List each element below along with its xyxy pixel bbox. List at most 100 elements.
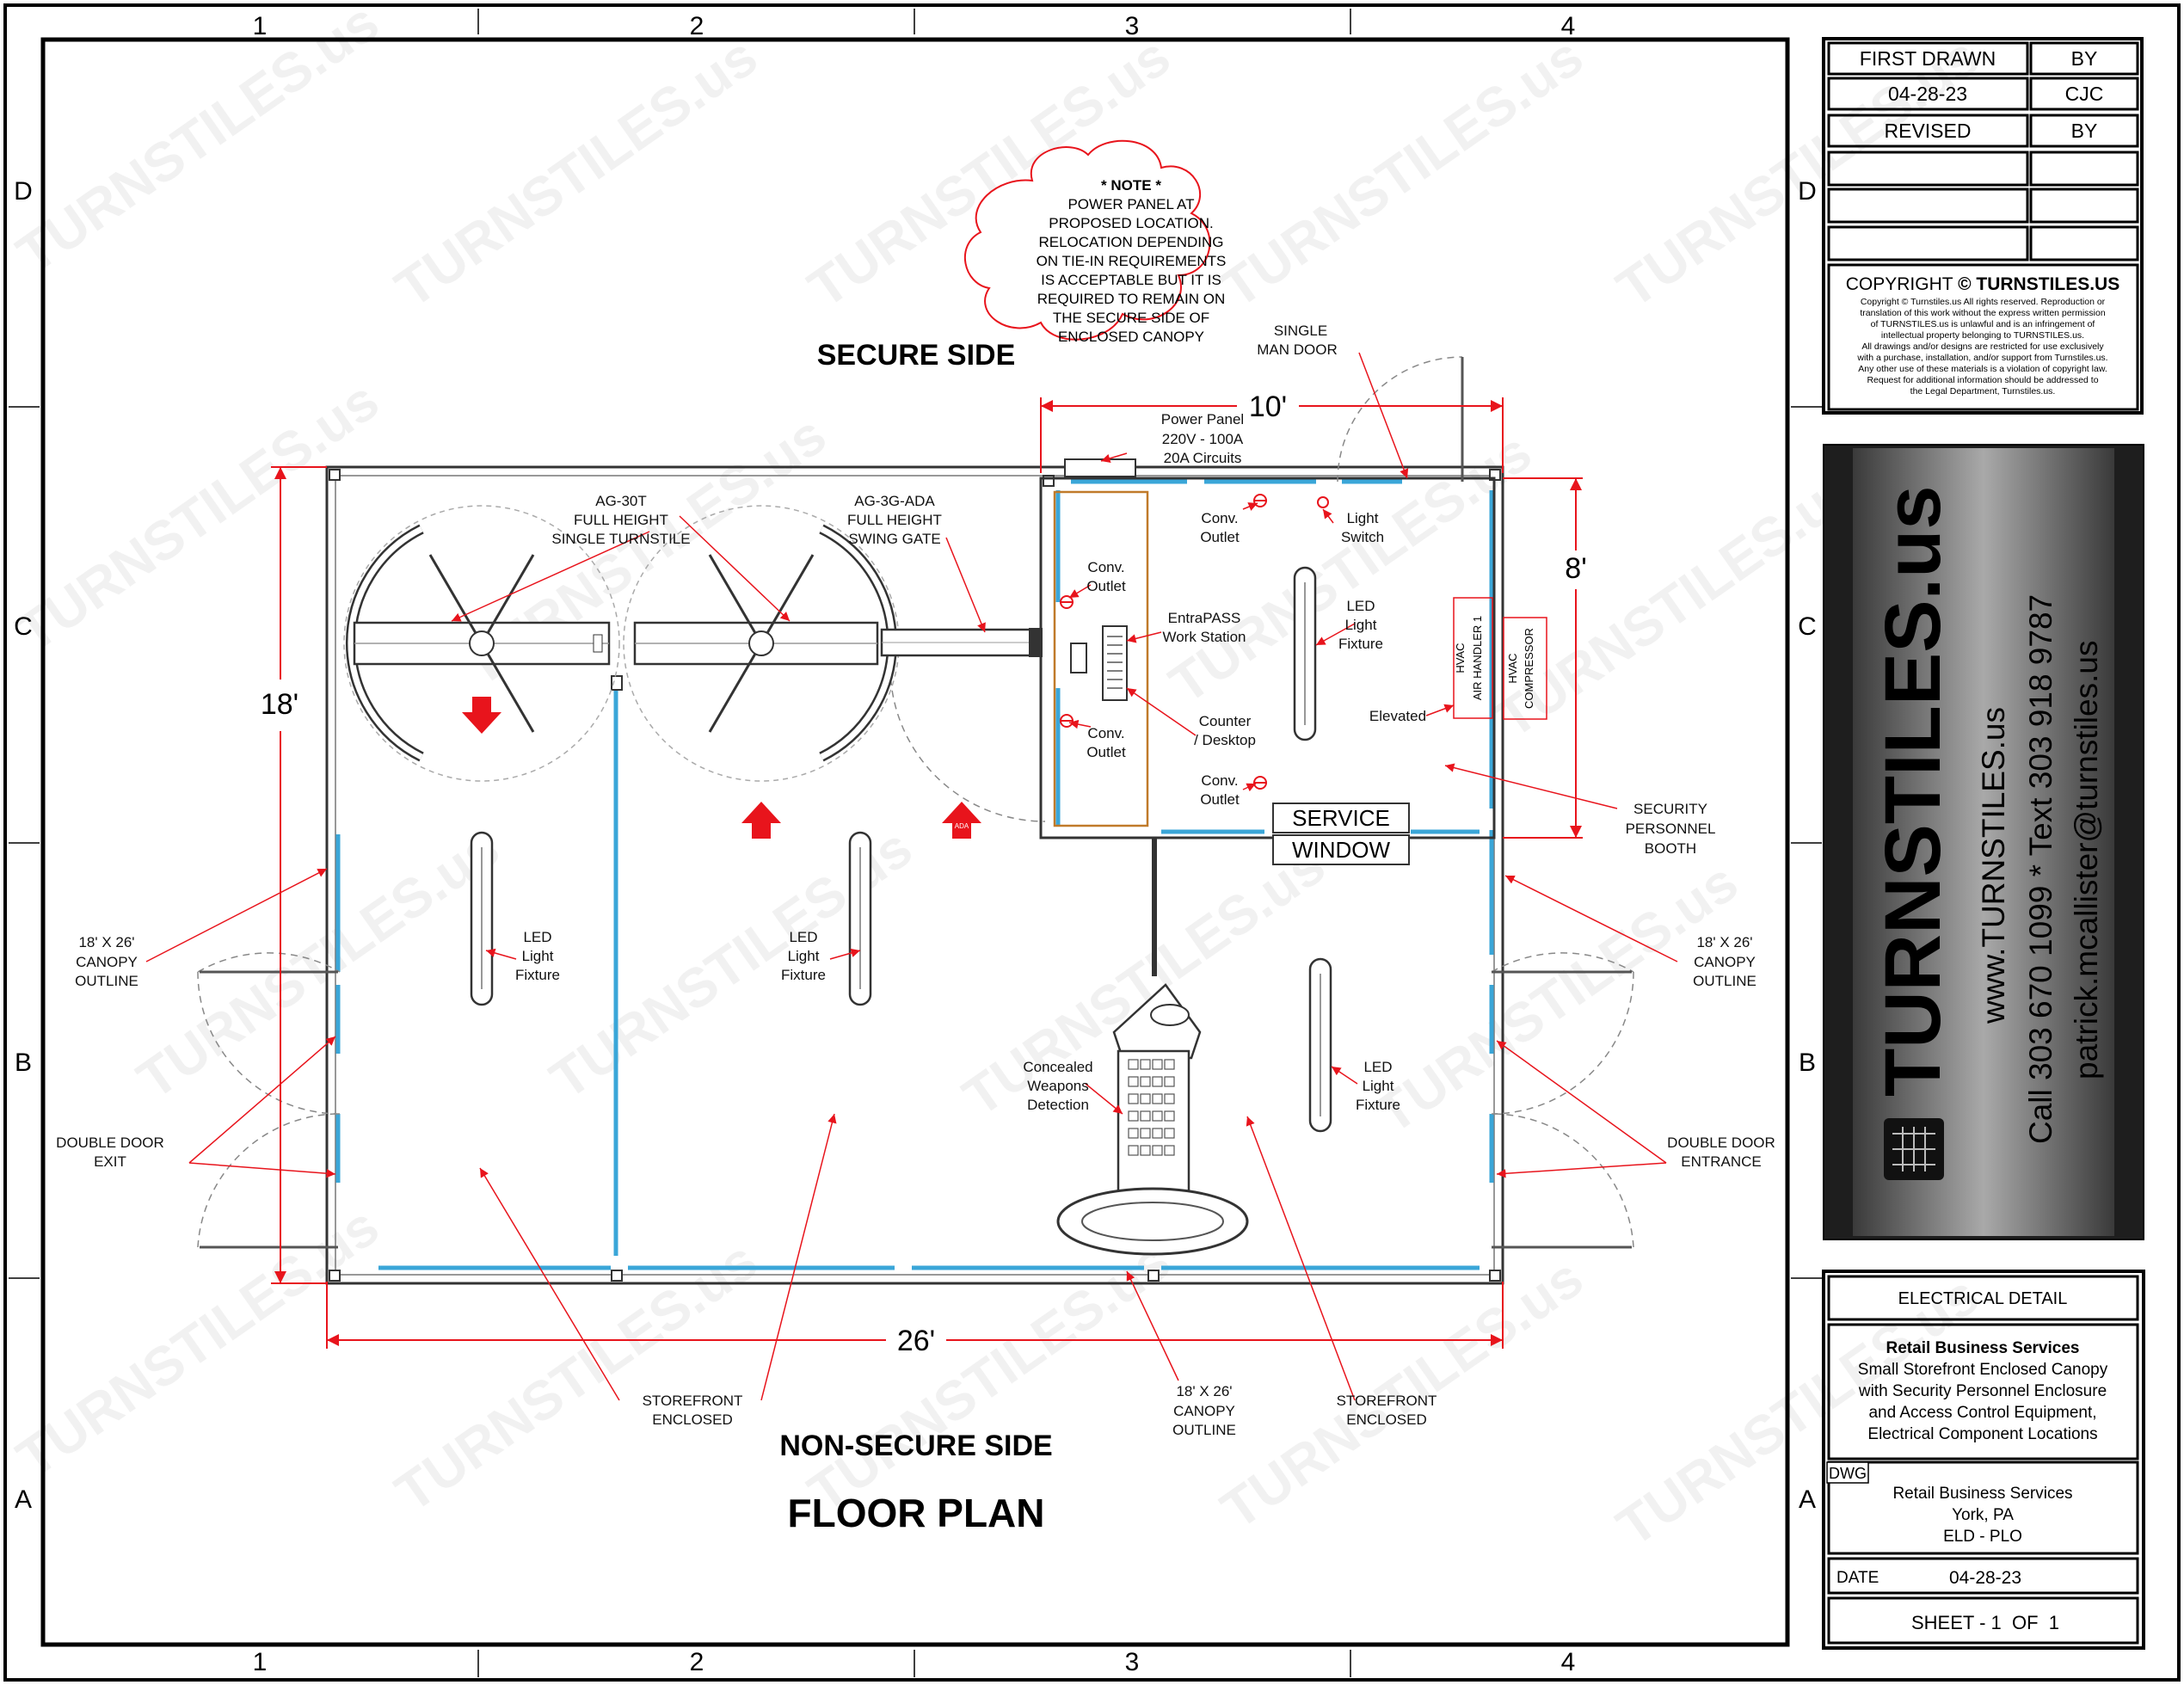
col-label-bottom-1: 1: [253, 1648, 268, 1676]
watermark: TURNSTILES.us: [1486, 455, 1869, 749]
svg-text:Fixture: Fixture: [781, 967, 826, 983]
title-block: FIRST DRAWN BY 04-28-23 CJC REVISED BY C…: [1822, 37, 2145, 1650]
svg-text:Work Station: Work Station: [1162, 629, 1246, 645]
svg-text:ENCLOSED CANOPY: ENCLOSED CANOPY: [1058, 329, 1204, 345]
svg-text:RELOCATION DEPENDING: RELOCATION DEPENDING: [1038, 234, 1223, 250]
electrical-outlets: [1060, 494, 1329, 790]
svg-text:translation of this work witho: translation of this work without the exp…: [1860, 308, 2106, 318]
project-description: Small Storefront Enclosed Canopy with Se…: [1858, 1361, 2108, 1443]
drawing-frame: [40, 37, 1790, 1647]
svg-text:OUTLINE: OUTLINE: [1172, 1422, 1236, 1438]
by-label: BY: [2071, 47, 2098, 70]
svg-text:Outlet: Outlet: [1086, 744, 1126, 760]
entrapass-label: EntraPASS: [1168, 610, 1241, 626]
watermark: TURNSTILES.us: [385, 1229, 768, 1523]
row-label-right-d: D: [1798, 177, 1817, 206]
dimension-lines: [271, 397, 1583, 1349]
svg-text:THE SECURE SIDE OF: THE SECURE SIDE OF: [1053, 310, 1209, 326]
led-mid-label: LED: [789, 929, 817, 945]
booth-workstation: [1070, 625, 1128, 701]
service-sign: [1272, 803, 1410, 833]
svg-text:All drawings and/or designs ar: All drawings and/or designs are restrict…: [1861, 341, 2104, 352]
led-left-label: LED: [523, 929, 551, 945]
dim-width: 18': [261, 688, 298, 721]
row-label-left-b: B: [15, 1049, 32, 1077]
counter-label: Counter: [1199, 713, 1252, 729]
ada-entry-arrow: [942, 802, 981, 839]
svg-text:CANOPY: CANOPY: [1173, 1403, 1235, 1419]
watermark: TURNSTILES.us: [6, 1195, 390, 1489]
watermark: TURNSTILES.us: [385, 25, 768, 319]
svg-text:Fixture: Fixture: [1356, 1097, 1400, 1113]
svg-text:20A Circuits: 20A Circuits: [1164, 450, 1242, 466]
canopy-outline-label-bottom: 18' X 26': [1176, 1383, 1232, 1399]
svg-text:ENCLOSED: ENCLOSED: [1346, 1411, 1427, 1428]
svg-text:Outlet: Outlet: [1200, 529, 1240, 545]
svg-text:Switch: Switch: [1341, 529, 1384, 545]
storefront-glass: [335, 479, 1494, 1270]
logo-phone: Call 303 670 1099 * Text 303 918 9787: [2023, 594, 2058, 1144]
svg-text:Any other use of these materia: Any other use of these materials is a vi…: [1858, 364, 2107, 374]
floor-plan-title: FLOOR PLAN: [788, 1491, 1045, 1535]
svg-text:Fixture: Fixture: [1338, 636, 1383, 652]
power-panel-label: Power Panel: [1161, 411, 1244, 427]
svg-text:CANOPY: CANOPY: [76, 954, 138, 970]
svg-text:OUTLINE: OUTLINE: [1693, 973, 1756, 989]
project-bold: Retail Business Services: [1886, 1339, 2080, 1357]
svg-text:Retail Business Services: Retail Business Services: [1892, 1485, 2072, 1503]
svg-text:REQUIRED TO REMAIN ON: REQUIRED TO REMAIN ON: [1037, 291, 1226, 307]
hvac-air-handler-label: HVAC: [1454, 643, 1467, 673]
dim-length: 26': [897, 1325, 935, 1357]
col-label-bottom-2: 2: [690, 1648, 704, 1676]
direction-arrows: [462, 697, 981, 839]
svg-text:Copyright © Turnstiles.us All: Copyright © Turnstiles.us All rights res…: [1861, 297, 2106, 307]
booth-counter: [1053, 490, 1149, 827]
svg-text:PERSONNEL: PERSONNEL: [1626, 821, 1716, 837]
led-booth-label: LED: [1346, 598, 1375, 614]
svg-text:/ Desktop: / Desktop: [1194, 732, 1256, 748]
ada-badge: ADA: [955, 822, 969, 830]
svg-text:Light: Light: [1345, 617, 1377, 633]
date-label: DATE: [1836, 1569, 1879, 1587]
svg-text:Electrical Component Locations: Electrical Component Locations: [1867, 1425, 2097, 1443]
weapons-detection-unit: [1056, 983, 1249, 1256]
svg-text:Fixture: Fixture: [515, 967, 560, 983]
svg-text:ENTRANCE: ENTRANCE: [1681, 1153, 1762, 1170]
svg-text:Small Storefront Enclosed Cano: Small Storefront Enclosed Canopy: [1858, 1361, 2108, 1379]
double-door-entrance-label: DOUBLE DOOR: [1667, 1135, 1775, 1151]
turnstile-ag30t: [343, 505, 620, 782]
row-label-left-c: C: [14, 612, 33, 641]
svg-text:of TURNSTILES.us is unlawful a: of TURNSTILES.us is unlawful and is an i…: [1871, 319, 2095, 329]
svg-text:IS ACCEPTABLE BUT IT IS: IS ACCEPTABLE BUT IT IS: [1041, 272, 1221, 288]
col-label-top-2: 2: [690, 12, 704, 40]
svg-text:Weapons: Weapons: [1027, 1078, 1089, 1094]
row-label-right-a: A: [1799, 1485, 1816, 1514]
note-text: * NOTE * POWER PANEL AT PROPOSED LOCATIO…: [1037, 177, 1227, 345]
light-switch-label: Light: [1347, 510, 1379, 526]
turnstile-label: AG-30T: [595, 493, 647, 509]
conv-outlet-label: Conv.: [1201, 772, 1238, 789]
led-fixture-cores: [481, 582, 1321, 1116]
row-label-left-a: A: [15, 1485, 32, 1514]
dim-booth-depth: 8': [1565, 552, 1586, 585]
svg-text:with Security Personnel Enclos: with Security Personnel Enclosure: [1858, 1382, 2107, 1400]
conv-outlet-label: Conv.: [1087, 559, 1124, 575]
revised-label: REVISED: [1885, 120, 1972, 142]
sheet-number: SHEET - 1 OF 1: [1911, 1612, 2059, 1633]
power-panel: [1064, 458, 1136, 477]
security-booth-label: SECURITY: [1633, 801, 1707, 817]
svg-text:SINGLE TURNSTILE: SINGLE TURNSTILE: [551, 531, 690, 547]
hvac-compressor: [1503, 617, 1547, 720]
col-label-top-1: 1: [253, 12, 268, 40]
svg-text:AIR HANDLER 1: AIR HANDLER 1: [1471, 616, 1484, 700]
svg-text:ON TIE-IN REQUIREMENTS: ON TIE-IN REQUIREMENTS: [1037, 253, 1227, 269]
first-drawn-label: FIRST DRAWN: [1860, 47, 1996, 70]
canopy-enclosure-inner: [335, 475, 1495, 1276]
svg-text:the Legal Department, Turnstil: the Legal Department, Turnstiles.us.: [1910, 386, 2056, 397]
svg-text:Detection: Detection: [1027, 1097, 1089, 1113]
door-leaves: [200, 357, 1632, 1249]
floor-plan: ADA: [56, 139, 1775, 1535]
detail-title: ELECTRICAL DETAIL: [1898, 1289, 2068, 1308]
dwg-lines: Retail Business Services York, PA ELD - …: [1892, 1485, 2072, 1546]
